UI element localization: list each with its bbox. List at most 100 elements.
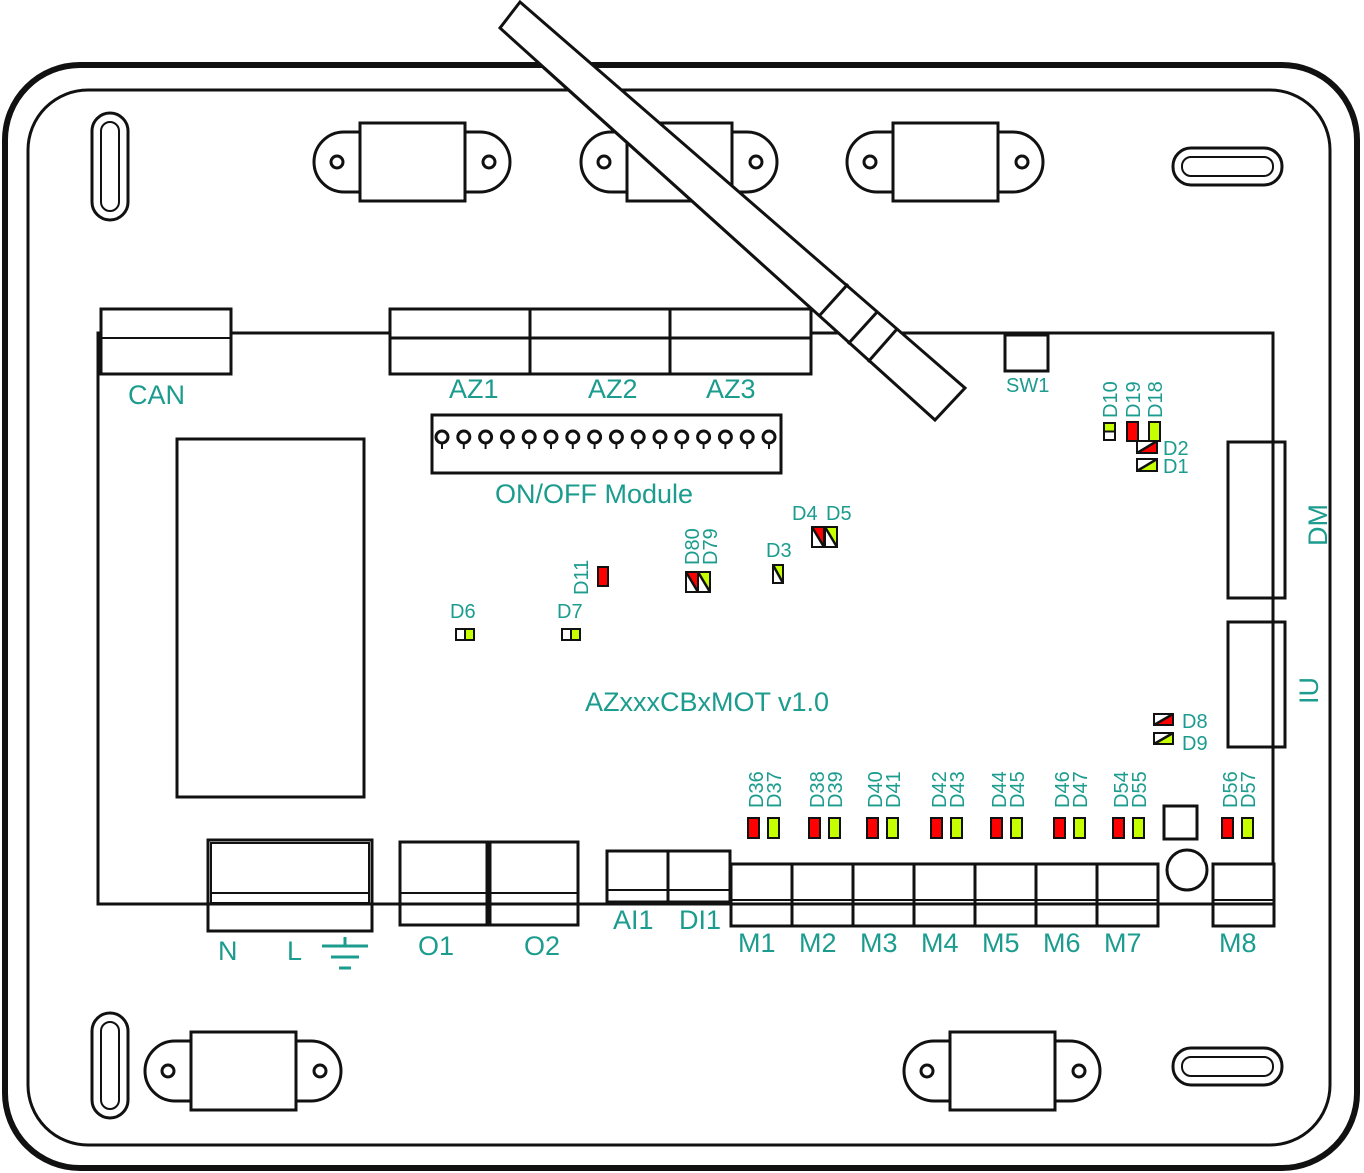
led-label: D4 xyxy=(792,503,818,525)
led-label: D7 xyxy=(557,601,583,623)
led-label: D41 xyxy=(883,771,905,808)
motor-label: M6 xyxy=(1043,928,1081,958)
motor-terminal-8 xyxy=(1211,862,1276,928)
motor-terminal-7 xyxy=(1095,862,1160,928)
led-d8 xyxy=(1153,712,1174,727)
led-label: D45 xyxy=(1007,771,1029,808)
led-d3 xyxy=(771,564,785,584)
led-d79 xyxy=(696,571,712,593)
transformer-block xyxy=(175,437,366,799)
led-d80 xyxy=(684,571,700,593)
screw-hole-icon xyxy=(596,154,612,170)
motor-terminal-3 xyxy=(851,862,916,928)
iu-connector xyxy=(1226,620,1287,749)
led-label: D37 xyxy=(764,771,786,808)
led-d39 xyxy=(828,817,841,839)
mounting-tab xyxy=(143,1030,343,1112)
led-label: D47 xyxy=(1070,771,1092,808)
led-d36 xyxy=(747,817,760,839)
motor-label: M7 xyxy=(1104,928,1142,958)
motor-terminal-1 xyxy=(729,862,794,928)
led-label: D18 xyxy=(1145,381,1167,418)
pin-icon xyxy=(674,429,690,445)
pin-icon xyxy=(717,429,733,445)
can-connector xyxy=(99,307,233,376)
led-label: D5 xyxy=(826,503,852,525)
onoff-module-label: ON/OFF Module xyxy=(495,479,693,509)
led-label: D1 xyxy=(1163,456,1189,478)
pin-icon xyxy=(630,429,646,445)
led-d45 xyxy=(1010,817,1023,839)
ai1-di1-terminals xyxy=(605,849,732,904)
led-label: D38 xyxy=(807,771,829,808)
led-d1 xyxy=(1136,457,1158,473)
az3-label: AZ3 xyxy=(706,374,756,404)
led-d37 xyxy=(767,817,780,839)
board-model-label: AZxxxCBxMOT v1.0 xyxy=(585,687,829,717)
led-d46 xyxy=(1053,817,1066,839)
led-label: D57 xyxy=(1238,771,1260,808)
sw1-label: SW1 xyxy=(1006,375,1049,397)
di1-label: DI1 xyxy=(679,905,721,935)
pin-icon xyxy=(652,429,668,445)
n-label: N xyxy=(218,936,238,966)
led-d11 xyxy=(597,566,609,587)
mounting-tabs xyxy=(143,121,1102,1112)
screw-hole-icon xyxy=(312,1063,328,1079)
screw-hole-icon xyxy=(481,154,497,170)
led-d47 xyxy=(1073,817,1086,839)
motor-label: M1 xyxy=(738,928,776,958)
motor-label: M8 xyxy=(1219,928,1257,958)
led-d54 xyxy=(1112,817,1125,839)
can-label: CAN xyxy=(128,380,185,410)
button-square[interactable] xyxy=(1162,804,1199,841)
led-d4 xyxy=(810,526,826,548)
dm-label: DM xyxy=(1303,504,1333,546)
buzzer-circle xyxy=(1165,848,1209,892)
led-label: D54 xyxy=(1111,771,1133,808)
led-label: D19 xyxy=(1123,381,1145,418)
motor-terminal-4 xyxy=(912,862,977,928)
led-label: D40 xyxy=(865,771,887,808)
led-d42 xyxy=(930,817,943,839)
pin-icon xyxy=(456,429,472,445)
pin-icon xyxy=(521,429,537,445)
o1-label: O1 xyxy=(418,931,454,961)
led-label: D3 xyxy=(766,540,792,562)
led-label: D6 xyxy=(450,601,476,623)
o2-label: O2 xyxy=(524,931,560,961)
led-label: D39 xyxy=(825,771,847,808)
motor-label: M5 xyxy=(982,928,1020,958)
az-connectors xyxy=(388,307,813,376)
pin-icon xyxy=(739,429,755,445)
led-d40 xyxy=(866,817,879,839)
led-label: D36 xyxy=(746,771,768,808)
pin-icon xyxy=(761,429,777,445)
pin-icon xyxy=(565,429,581,445)
led-label: D42 xyxy=(929,771,951,808)
led-d38 xyxy=(808,817,821,839)
led-d2 xyxy=(1136,439,1158,455)
led-d44 xyxy=(990,817,1003,839)
pin-icon xyxy=(587,429,603,445)
mounting-slots xyxy=(90,111,1284,1120)
screw-hole-icon xyxy=(919,1063,935,1079)
antenna xyxy=(497,0,968,423)
led-d9 xyxy=(1153,731,1174,746)
led-d56 xyxy=(1221,817,1234,839)
screw-hole-icon xyxy=(1014,154,1030,170)
led-label: D79 xyxy=(700,528,722,565)
sw1-switch[interactable] xyxy=(1003,333,1050,373)
onoff-pins xyxy=(434,429,777,449)
l-label: L xyxy=(287,936,302,966)
led-d18 xyxy=(1148,421,1161,442)
led-label: D80 xyxy=(682,528,704,565)
ai1-label: AI1 xyxy=(613,905,654,935)
led-label: D11 xyxy=(571,560,593,595)
pin-icon xyxy=(434,429,450,445)
led-d10 xyxy=(1103,422,1116,441)
led-label: D55 xyxy=(1129,771,1151,808)
led-label: D9 xyxy=(1182,733,1208,755)
